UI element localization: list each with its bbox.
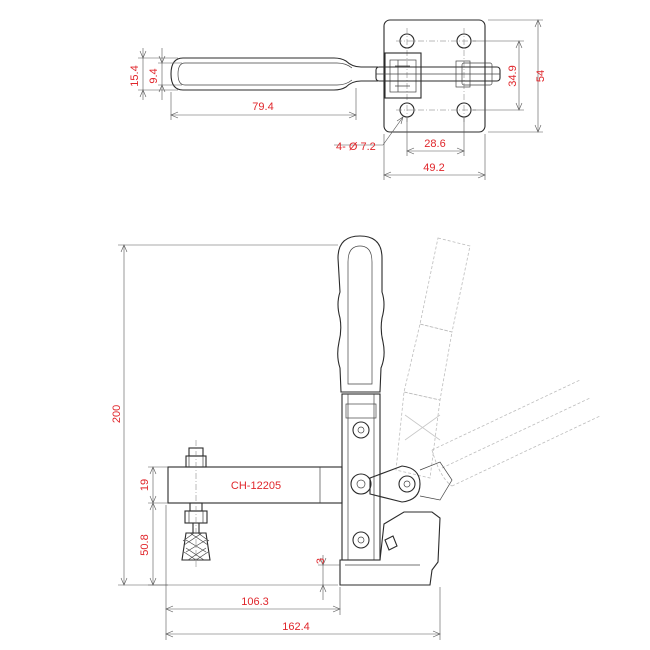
pivot-upper [352, 421, 370, 439]
link-arm [369, 465, 421, 503]
dim-top-overall-height: 54 [535, 70, 547, 82]
dim-side-offset: 3 [315, 558, 327, 564]
model-label: CH-12205 [231, 480, 281, 492]
rubber-tip [181, 532, 211, 561]
dim-side-overall-height: 200 [111, 405, 123, 423]
side-view: CH-12205 200 19 [111, 235, 601, 640]
dim-top-handle-length: 79.4 [252, 101, 273, 113]
dim-top-handle-slot: 9.4 [148, 68, 160, 83]
dim-top-hole-spacing-vertical: 34.9 [507, 65, 519, 86]
dim-top-base-width: 49.2 [423, 162, 444, 174]
clamp-arm [167, 466, 343, 504]
base-body [339, 511, 441, 586]
dim-side-arm-thickness: 19 [139, 479, 151, 491]
dim-side-reach: 106.3 [241, 596, 269, 608]
top-view: 54 34.9 28.6 49.2 79.4 15.4 [129, 19, 547, 180]
dim-top-handle-width: 15.4 [129, 65, 141, 86]
dim-top-hole-callout: 4- Ø 7.2 [336, 141, 376, 153]
mechanism-block [384, 52, 422, 99]
handle-slot [177, 62, 353, 86]
open-position-ghost [395, 237, 601, 487]
dim-side-spindle-height: 50.8 [139, 534, 151, 555]
pivot-lower [352, 531, 370, 549]
dim-top-hole-spacing-horizontal: 28.6 [424, 138, 445, 150]
spindle-assembly [181, 440, 211, 568]
dim-side-overall-length: 162.4 [282, 621, 310, 633]
handle-outline [170, 57, 378, 91]
handle-grip [337, 235, 385, 393]
base-plate-outline [383, 19, 486, 133]
pivot-middle [350, 473, 372, 495]
